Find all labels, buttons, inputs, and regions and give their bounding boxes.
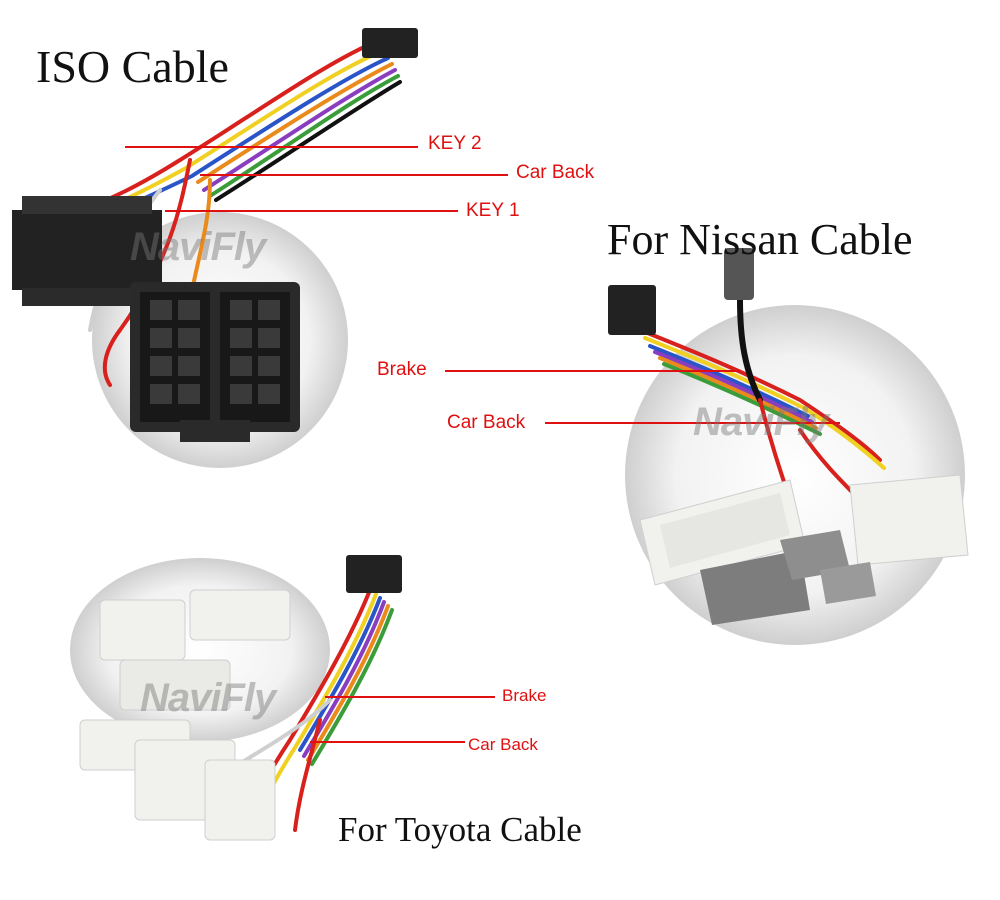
watermark-toyota: NaviFly	[140, 676, 276, 720]
iso-connector-face	[130, 282, 300, 442]
toyota-pointer-lines	[310, 696, 495, 743]
nissan-cable-title: For Nissan Cable	[607, 215, 913, 264]
iso-key1-label: KEY 1	[466, 200, 520, 221]
iso-car-back-label: Car Back	[516, 162, 595, 183]
toyota-car-back-label: Car Back	[468, 735, 538, 754]
toyota-cable-group	[70, 555, 495, 841]
iso-black-block	[12, 196, 162, 306]
toyota-brake-label: Brake	[502, 686, 547, 705]
toyota-white-connectors	[79, 589, 291, 841]
nissan-car-back-label: Car Back	[447, 412, 526, 433]
watermark-iso: NaviFly	[130, 225, 266, 269]
nissan-pointer-lines	[445, 370, 840, 424]
toyota-head-connector	[346, 555, 402, 593]
iso-cable-group	[12, 28, 508, 468]
nissan-grey-connector	[700, 530, 876, 625]
watermark-nissan: NaviFly	[693, 400, 829, 444]
nissan-head-connector	[608, 285, 656, 335]
iso-cable-title: ISO Cable	[36, 41, 229, 92]
iso-head-connector	[362, 28, 418, 58]
iso-pointer-lines	[125, 146, 508, 212]
nissan-white-connector-right	[849, 474, 969, 566]
nissan-antenna-plug	[724, 248, 754, 300]
nissan-cable-group	[445, 248, 969, 645]
iso-key2-label: KEY 2	[428, 133, 482, 154]
nissan-brake-label: Brake	[377, 359, 427, 380]
toyota-cable-title: For Toyota Cable	[338, 810, 582, 849]
